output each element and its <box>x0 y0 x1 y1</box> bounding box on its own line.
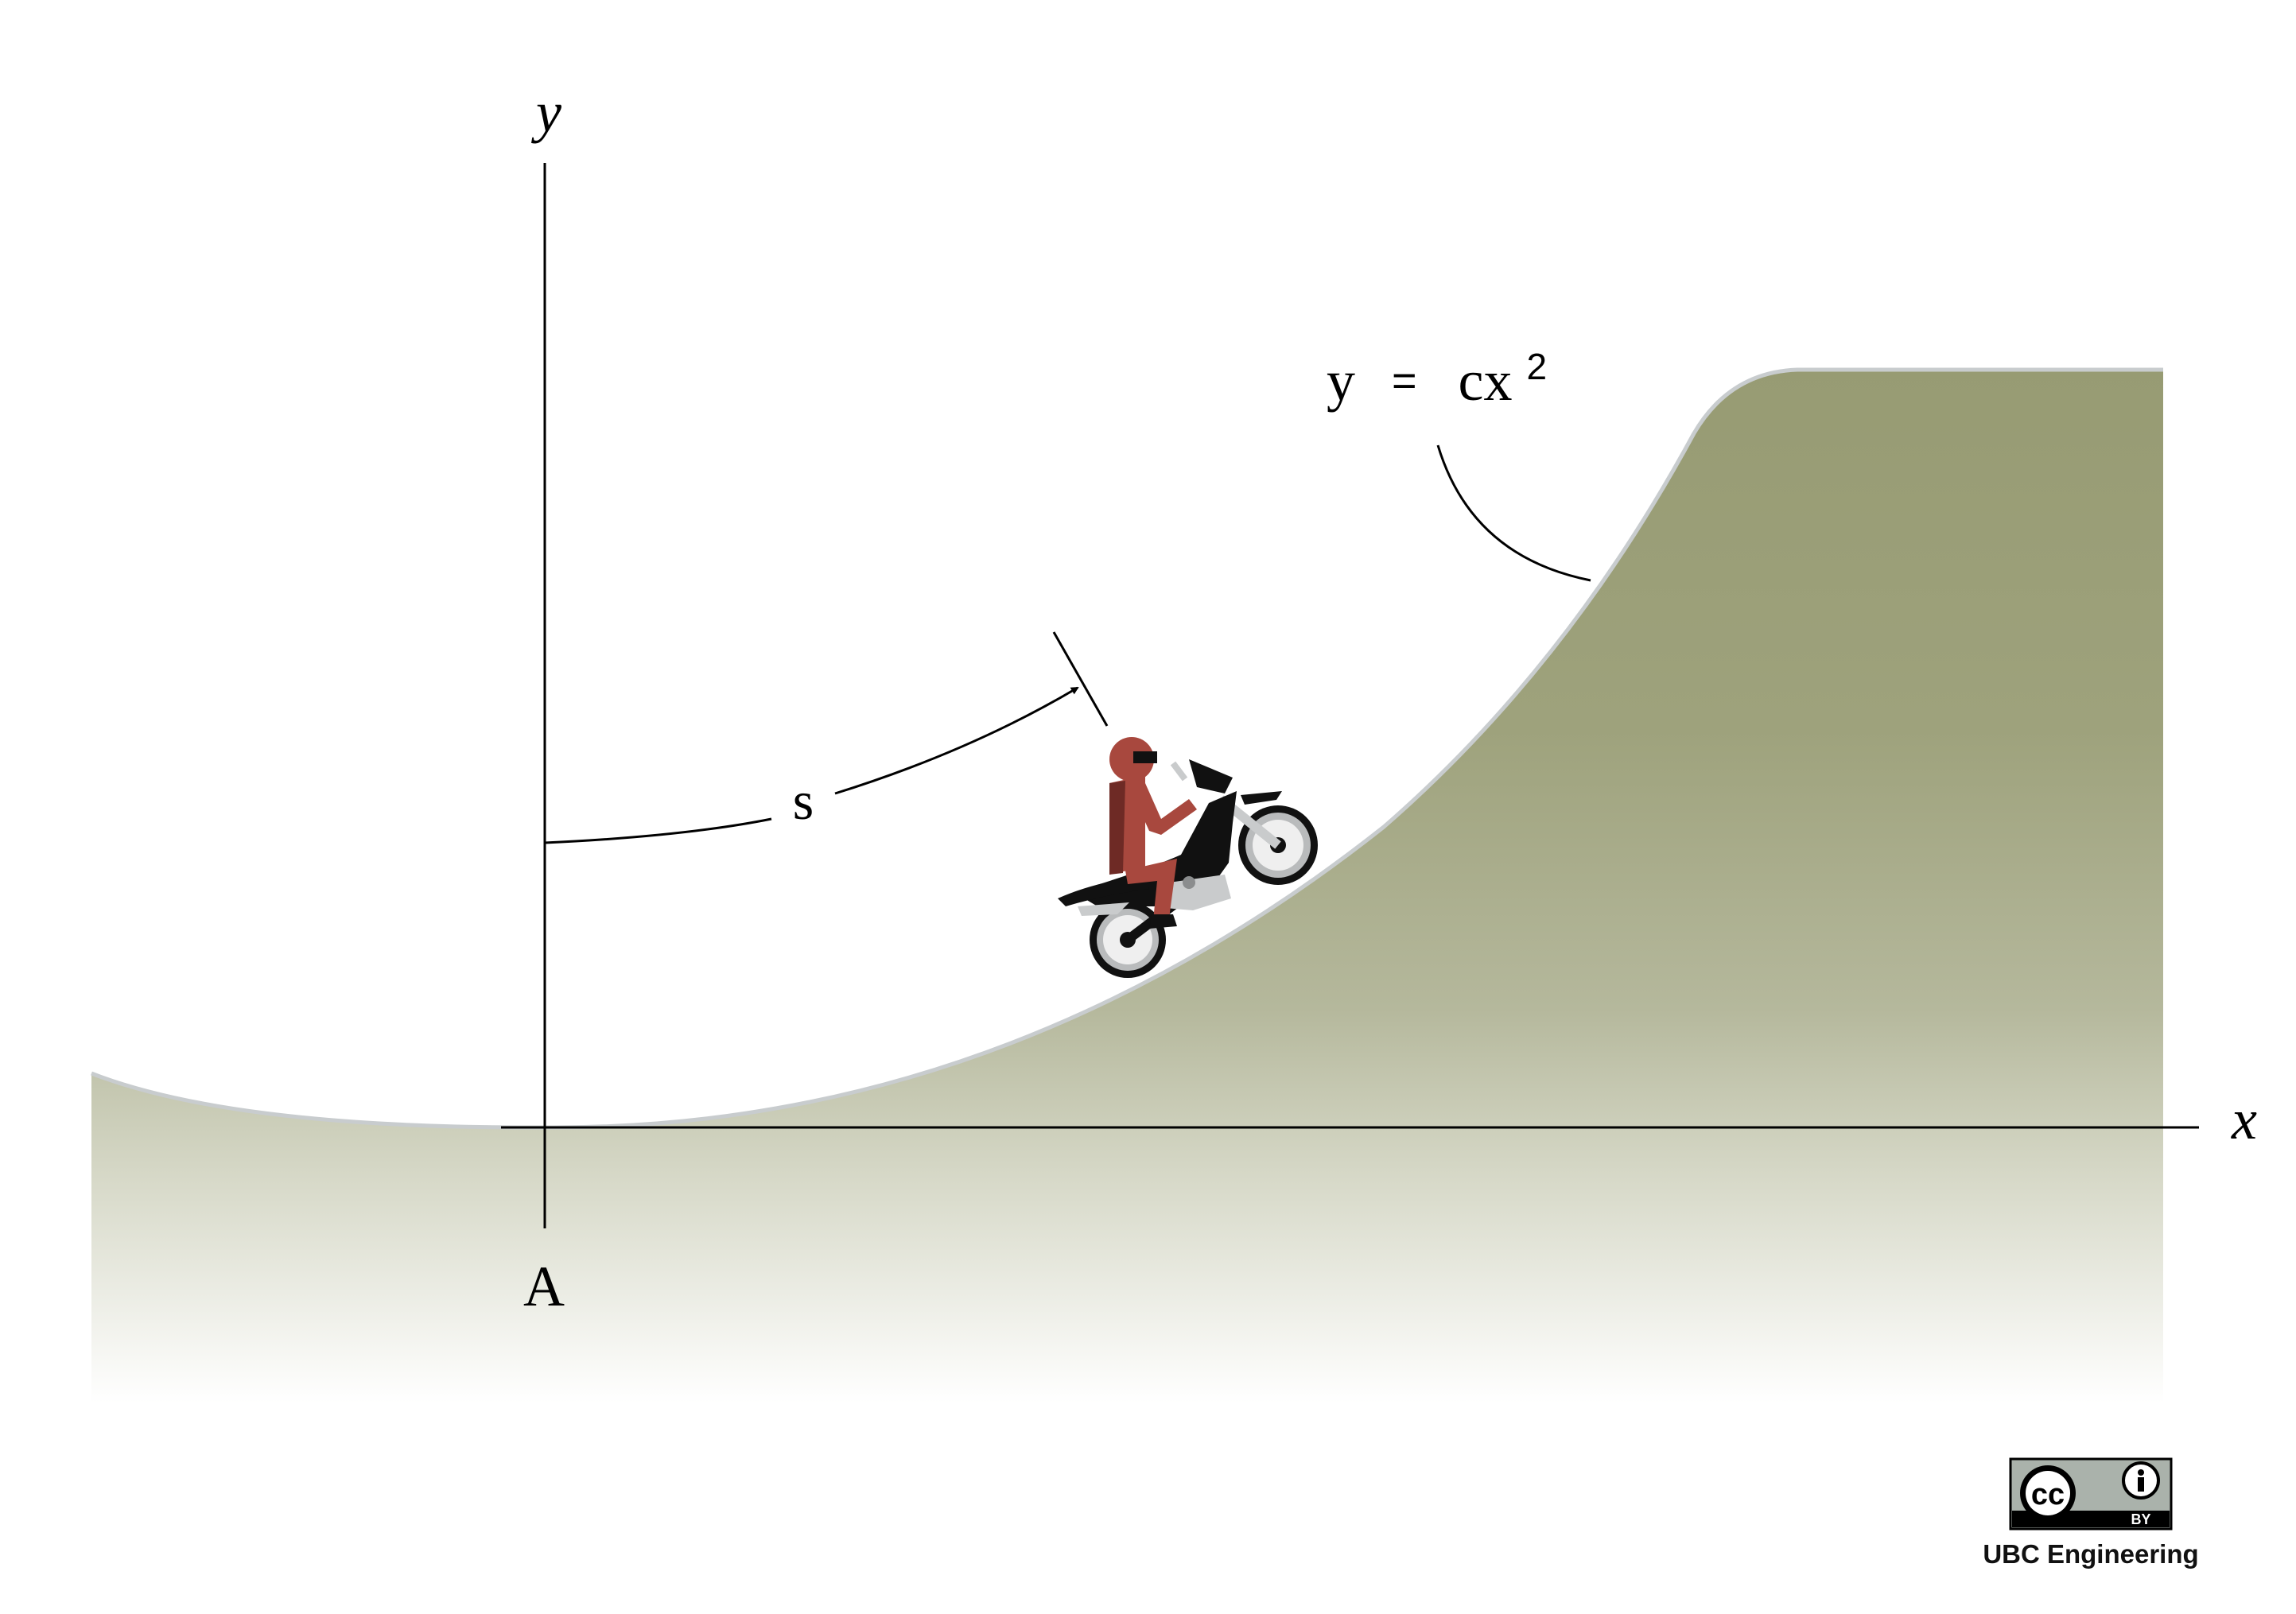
equation-lhs: y <box>1327 349 1355 413</box>
rider-leg <box>1125 859 1177 921</box>
motorcycle-rider-illustration <box>1058 737 1318 978</box>
handlebar <box>1170 761 1188 782</box>
arc-length-label: s <box>793 770 814 831</box>
arc-length-end-tick <box>1052 631 1109 727</box>
engine-cover <box>1183 876 1195 889</box>
license-by-label: BY <box>2131 1511 2150 1527</box>
ramp-surface-line <box>91 367 2163 1130</box>
curve-equation: y = cx 2 <box>1327 344 1547 413</box>
rider-boot <box>1149 914 1177 929</box>
front-fender <box>1241 791 1282 805</box>
bike-engine-guard <box>1165 875 1231 910</box>
bike-body <box>1074 791 1237 906</box>
cc-by-license-badge: cc BY <box>2009 1457 2173 1531</box>
equation-equals: = <box>1392 357 1417 405</box>
y-axis-label: y <box>530 80 561 144</box>
ramp-ground <box>91 370 2163 1403</box>
equation-rhs: cx <box>1459 349 1513 413</box>
origin-label: A <box>523 1255 565 1318</box>
rider-arm <box>1129 783 1197 835</box>
rear-fender <box>1078 902 1129 916</box>
license-credit: UBC Engineering <box>1983 1539 2198 1569</box>
equation-leader-line <box>1436 444 1591 582</box>
x-axis-label: x <box>2231 1088 2257 1151</box>
helmet-visor <box>1133 751 1157 763</box>
equation-exponent: 2 <box>1527 346 1548 387</box>
arc-length-curve-upper <box>834 686 1079 795</box>
windscreen <box>1189 759 1233 793</box>
rider-helmet <box>1109 737 1154 782</box>
arc-length-curve-lower <box>544 817 772 844</box>
cc-logo-text: cc <box>2031 1478 2065 1511</box>
bike-seat <box>1058 876 1149 906</box>
rider-torso-shade <box>1109 781 1125 875</box>
